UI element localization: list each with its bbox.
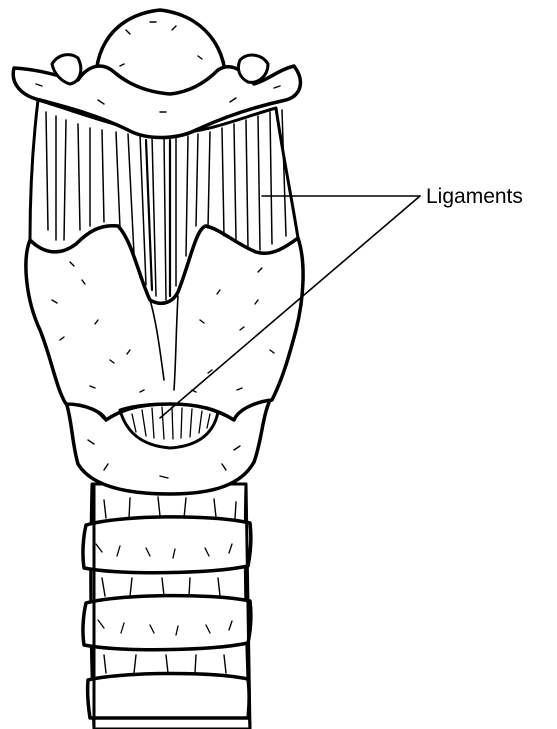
trachea [83,484,251,729]
ligaments-label: Ligaments [426,185,523,208]
tracheal-ring-2 [83,596,251,650]
tracheal-ring-3 [88,673,250,718]
tracheal-ring-1 [83,517,251,573]
thyroid-cartilage [26,226,303,420]
